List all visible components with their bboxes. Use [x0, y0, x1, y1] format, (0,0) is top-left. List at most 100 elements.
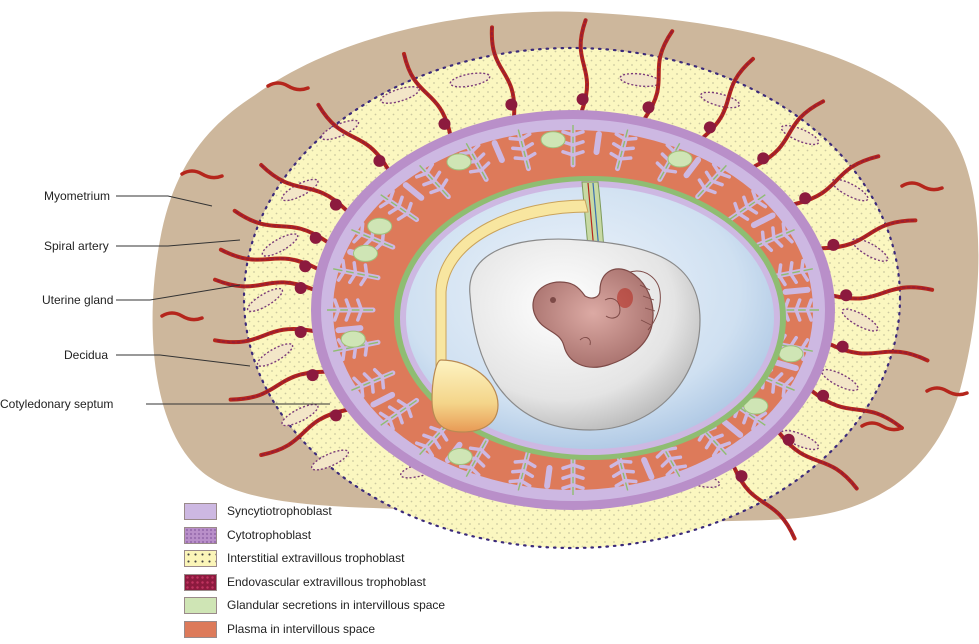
legend-swatch-syncytiotrophoblast	[184, 503, 217, 520]
endovascular-plug	[576, 93, 589, 106]
villous-tree	[609, 127, 638, 172]
leader-decidua	[116, 354, 251, 367]
villous-tree	[414, 420, 451, 458]
glandular-secretion	[447, 448, 473, 465]
cotyledonary-septum	[402, 182, 425, 201]
spiral-arteries	[160, 18, 969, 541]
villous-tree	[348, 367, 396, 399]
yolk-sac	[431, 359, 499, 433]
legend-label: Cytotrophoblast	[227, 527, 312, 542]
legend-label: Endovascular extravillous trophoblast	[227, 574, 426, 589]
endovascular-plug	[836, 340, 849, 353]
glandular-secretion	[778, 345, 804, 363]
glandular-secretion	[367, 217, 393, 235]
legend-item: Syncytiotrophoblast	[184, 502, 484, 526]
cotyledonary-septum	[641, 457, 655, 480]
endovascular-plug	[299, 260, 312, 273]
villous-tree	[695, 162, 732, 200]
endovascular-plug	[642, 101, 655, 114]
villous-tree	[508, 127, 537, 172]
legend-swatch-endovascular-trophoblast	[184, 573, 217, 591]
cotyledonary-septum	[370, 391, 396, 408]
leader-lines	[116, 195, 330, 405]
uterine-gland	[851, 238, 889, 262]
leader-myometrium	[116, 195, 213, 207]
endovascular-plug	[799, 192, 812, 205]
endovascular-plug	[827, 238, 840, 251]
villous-tree	[330, 258, 381, 287]
glandular-secretion	[446, 153, 472, 171]
uterine-gland	[256, 343, 294, 367]
spiral-artery-segment	[266, 81, 310, 92]
legend-item: Endovascular extravillous trophoblast	[184, 573, 484, 597]
uterine-gland	[699, 91, 741, 109]
legend-swatch-interstitial-trophoblast	[184, 550, 217, 568]
glandular-secretion	[667, 150, 693, 168]
spiral-artery-segment	[160, 311, 204, 322]
legend-item: Plasma in intervillous space	[184, 620, 484, 644]
uterine-gland	[261, 233, 299, 257]
cotyledonary-septum	[491, 140, 505, 163]
cotyledonary-septum	[335, 325, 364, 334]
cotyledonary-septum	[593, 131, 602, 155]
cotyledonary-septum	[683, 156, 702, 179]
embryo	[532, 268, 661, 368]
label-uterine-gland: Uterine gland	[42, 293, 114, 307]
spiral-artery-segment	[900, 181, 944, 192]
endovascular-plug	[840, 289, 853, 302]
villous-tree	[508, 448, 537, 493]
legend-swatch-cytotrophoblast	[184, 526, 217, 544]
villous-tree	[726, 189, 768, 223]
legend-label: Plasma in intervillous space	[227, 621, 376, 636]
villous-tree	[378, 397, 420, 431]
label-spiral-artery: Spiral artery	[44, 239, 109, 253]
villous-tree	[561, 452, 585, 498]
leader-spiral-artery	[116, 239, 241, 247]
legend-label: Interstitial extravillous trophoblast	[227, 551, 405, 566]
villous-tree	[750, 221, 798, 253]
uterine-glands	[246, 72, 889, 489]
endovascular-plug	[294, 326, 307, 338]
leader-uterine-gland	[116, 284, 241, 301]
endovascular-plug	[309, 231, 322, 244]
endovascular-plug	[373, 154, 386, 167]
legend-item: Glandular secretions in intervillous spa…	[184, 596, 484, 620]
endovascular-plug	[329, 198, 342, 211]
label-myometrium: Myometrium	[44, 189, 111, 203]
cotyledonary-septum	[750, 212, 776, 229]
villous-tree	[655, 140, 688, 182]
legend-label: Glandular secretions in intervillous spa…	[227, 598, 446, 613]
legend-item: Interstitial extravillous trophoblast	[184, 549, 484, 573]
endovascular-plug	[735, 470, 748, 483]
label-cotyledonary-septum: Cotyledonary septum	[0, 397, 114, 411]
endovascular-plug	[757, 152, 770, 165]
villous-tree	[458, 438, 491, 480]
uterine-gland	[380, 86, 420, 104]
uterine-gland	[841, 308, 879, 332]
uterine-gland	[281, 403, 319, 427]
glandular-secretion	[340, 330, 366, 348]
spiral-artery-segment	[180, 169, 224, 180]
legend-item: Cytotrophoblast	[184, 526, 484, 550]
legend: Syncytiotrophoblast Cytotrophoblast Inte…	[184, 502, 484, 644]
uterine-gland	[246, 287, 284, 313]
label-decidua: Decidua	[64, 348, 109, 362]
endovascular-plug	[329, 409, 342, 422]
cotyledonary-septum	[772, 359, 799, 372]
uterine-gland	[449, 72, 491, 88]
endovascular-plug	[294, 282, 307, 294]
cotyledonary-septum	[544, 465, 553, 489]
spiral-artery-segment	[860, 421, 904, 432]
cotyledonary-septum	[782, 286, 811, 295]
glandular-secretion	[540, 131, 566, 149]
villous-tree	[324, 298, 376, 322]
villous-tree	[414, 162, 451, 200]
villous-tree	[378, 189, 420, 223]
glandular-secretion	[353, 244, 378, 262]
cotyledonary-septum	[721, 419, 744, 438]
endovascular-plug	[817, 389, 830, 402]
uterine-gland	[310, 449, 350, 471]
endovascular-plug	[306, 369, 319, 382]
spiral-artery-segment	[925, 386, 969, 397]
